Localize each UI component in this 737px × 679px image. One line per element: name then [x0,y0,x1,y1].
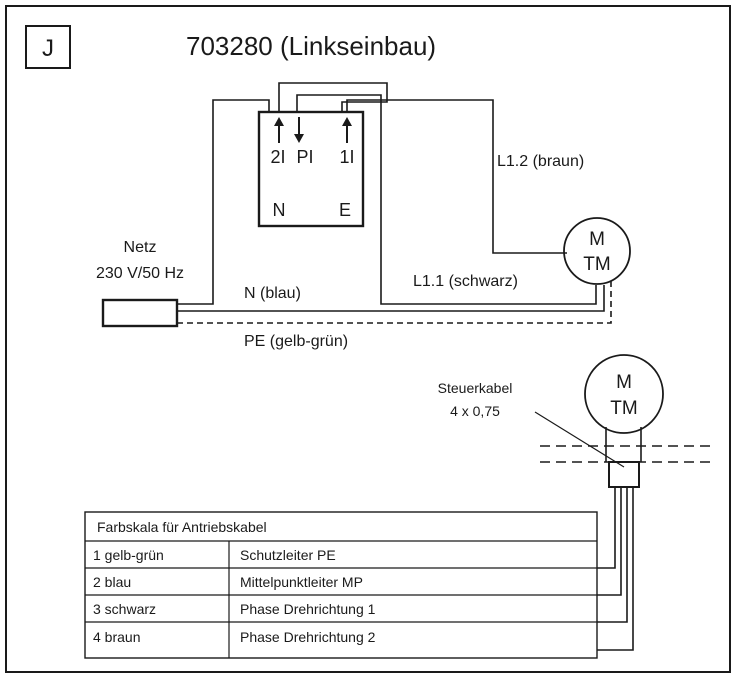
controller-box [257,110,365,228]
cable-gland [608,461,640,488]
diagram-title: 703280 (Linkseinbau) [186,31,436,61]
motor-bottom-circle [584,354,664,434]
color-table-frame [84,511,598,659]
color-table-color-cell: 4 braun [93,629,140,645]
motor-top-circle [563,217,631,285]
cable-wire-3 [597,487,628,623]
diagram-badge: J [42,35,54,62]
color-table-meaning-cell: Phase Drehrichtung 2 [240,629,376,645]
terminal-1i-arrowhead [342,117,352,126]
diagram-frame [5,5,731,673]
wire-n-label: N (blau) [244,285,301,302]
color-table-color-cell: 1 gelb-grün [93,547,164,563]
wire-l11-label: L1.1 (schwarz) [413,273,518,290]
controller-n-label: N [273,200,286,220]
control-cable-leader [534,411,625,468]
motor-top-line2: TM [583,254,610,275]
wire-pe [177,280,612,324]
color-table-meaning-cell: Mittelpunktleiter MP [240,574,363,590]
terminal-2i-label: 2I [270,147,285,167]
mains-label-line1: Netz [124,239,157,256]
color-table-header: Farbskala für Antriebskabel [97,519,267,535]
wire-l12 [346,99,567,254]
wire-n [177,99,270,305]
motor-top-line1: M [589,229,605,250]
color-table-color-cell: 3 schwarz [93,601,156,617]
wire-l12-label: L1.2 (braun) [497,153,584,170]
diagram-badge-box [25,25,71,69]
wire-l11 [296,94,597,305]
terminal-2i-arrowhead [274,117,284,126]
motor-bottom-line2: TM [610,398,637,419]
cable-wire-1 [597,487,616,569]
cable-wire-4 [597,487,634,651]
color-table-meaning-cell: Schutzleiter PE [240,547,336,563]
terminal-pi-label: PI [296,147,313,167]
terminal-1i-label: 1I [339,147,354,167]
color-table-meaning-cell: Phase Drehrichtung 1 [240,601,376,617]
control-cable-label-line2: 4 x 0,75 [450,403,500,419]
terminal-pi-arrowhead [294,134,304,143]
controller-e-label: E [339,200,351,220]
wire-bridge [278,82,388,112]
color-table-color-cell: 2 blau [93,574,131,590]
mains-plug [101,298,179,328]
wire-return [177,285,605,312]
motor-bottom-line1: M [616,372,632,393]
wire-pe-label: PE (gelb-grün) [244,333,348,350]
cable-wire-2 [597,487,622,596]
mains-label-line2: 230 V/50 Hz [96,265,184,282]
control-cable-label-line1: Steuerkabel [438,380,513,396]
